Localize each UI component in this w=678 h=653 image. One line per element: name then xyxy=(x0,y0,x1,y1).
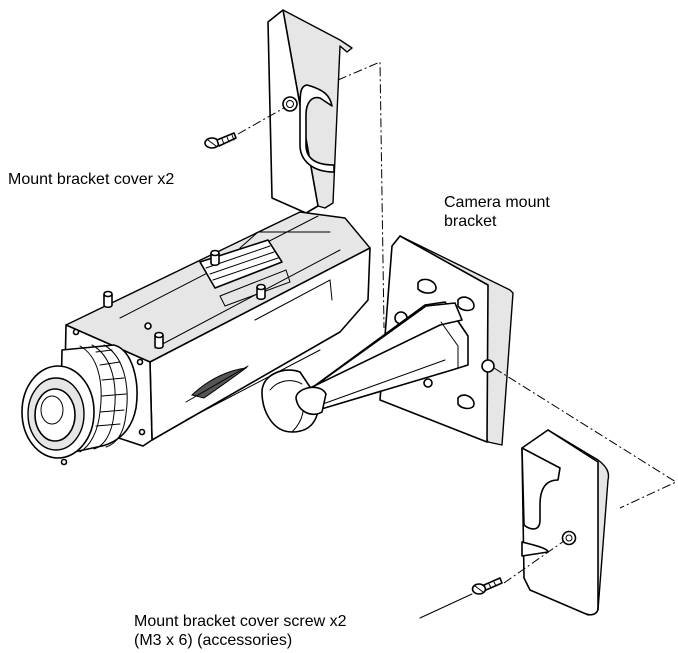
bracket-slot-bottom xyxy=(457,394,475,410)
label-screw-line2: (M3 x 6) (accessories) xyxy=(134,632,293,649)
assembly-guide-lines xyxy=(237,61,678,584)
label-screw-line1: Mount bracket cover screw x2 xyxy=(134,613,347,630)
lower-cover-screw-hole xyxy=(561,530,577,546)
upper-cover-screw-hole xyxy=(282,96,298,112)
lower-bracket-cover xyxy=(521,429,610,616)
label-camera-mount-bracket: Camera mount bracket xyxy=(444,193,550,231)
camera-mount-bracket xyxy=(261,235,514,446)
label-mount-bracket-cover-screw: Mount bracket cover screw x2 (M3 x 6) (a… xyxy=(134,612,347,650)
upper-bracket-cover xyxy=(267,9,353,214)
bracket-slot-top-left xyxy=(417,278,437,294)
label-camera-mount-bracket-line2: bracket xyxy=(444,213,497,230)
lower-cover-screw xyxy=(471,577,503,595)
label-camera-mount-bracket-line1: Camera mount xyxy=(444,194,550,211)
camera-top-studs xyxy=(103,249,266,350)
bracket-slot-top-right xyxy=(457,296,475,312)
upper-cover-screw xyxy=(204,132,237,149)
label-mount-bracket-cover: Mount bracket cover x2 xyxy=(8,171,175,188)
screw-leader-line xyxy=(419,593,473,619)
camera-lens xyxy=(21,344,138,466)
